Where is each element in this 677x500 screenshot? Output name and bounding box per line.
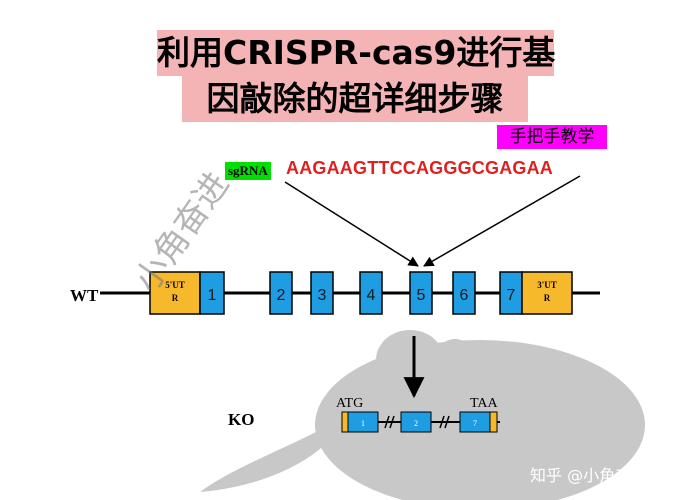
wt-exon-4-box bbox=[359, 271, 383, 315]
wt-utr5-label-b: R bbox=[172, 293, 179, 303]
wt-utr3-label-b: R bbox=[544, 293, 551, 303]
ko-exon-2-box bbox=[400, 411, 432, 433]
wt-exon-6-box bbox=[452, 271, 476, 315]
wt-exon-6-label: 6 bbox=[460, 287, 469, 304]
ko-label: KO bbox=[228, 410, 254, 429]
wt-exon-5-label: 5 bbox=[417, 287, 426, 304]
ko-stop-codon: TAA bbox=[470, 396, 499, 411]
ko-exon-2-label: 2 bbox=[414, 419, 418, 428]
ko-utr5-box bbox=[341, 411, 349, 433]
wt-utr5-box bbox=[149, 271, 201, 315]
wt-exon-4-label: 4 bbox=[367, 287, 376, 304]
sgrna-arrow-left bbox=[284, 181, 419, 267]
wt-utr5-label-a: 5'UT bbox=[165, 280, 185, 290]
wt-exon-1-box bbox=[199, 271, 225, 315]
wt-exon-1-label: 1 bbox=[208, 287, 217, 304]
ko-break-right bbox=[439, 415, 450, 429]
ko-exon-7-label: 7 bbox=[473, 419, 477, 428]
wt-exon-3-box bbox=[310, 271, 334, 315]
sgrna-sequence: AAGAAGTTCCAGGGCGAGAA bbox=[286, 158, 553, 178]
wt-exon-2-label: 2 bbox=[277, 287, 286, 304]
ko-utr3-box bbox=[489, 411, 498, 433]
wt-exon-5-box bbox=[409, 271, 433, 315]
ko-exon-1-box bbox=[347, 411, 379, 433]
ko-transcript bbox=[341, 411, 500, 433]
ko-exon-1-label: 1 bbox=[361, 419, 365, 428]
wt-exon-3-label: 3 bbox=[318, 287, 327, 304]
wt-utr3-box bbox=[521, 271, 573, 315]
ko-break-left bbox=[384, 415, 395, 429]
sgrna-label: sgRNA bbox=[225, 162, 271, 180]
wt-utr3-label-a: 3'UT bbox=[537, 280, 557, 290]
title-line-1: 利用CRISPR-cas9进行基 bbox=[157, 30, 555, 76]
credit-text: 知乎 @小角奋进 bbox=[530, 466, 648, 485]
wt-label: WT bbox=[70, 286, 99, 305]
wt-exon-2-box bbox=[269, 271, 293, 315]
ko-start-codon: ATG bbox=[336, 396, 363, 411]
sgrna-arrow-right bbox=[423, 175, 581, 267]
tutorial-tag: 手把手教学 bbox=[497, 125, 607, 149]
wt-exon-7-label: 7 bbox=[507, 287, 516, 304]
title-line-2: 因敲除的超详细步骤 bbox=[182, 76, 528, 122]
